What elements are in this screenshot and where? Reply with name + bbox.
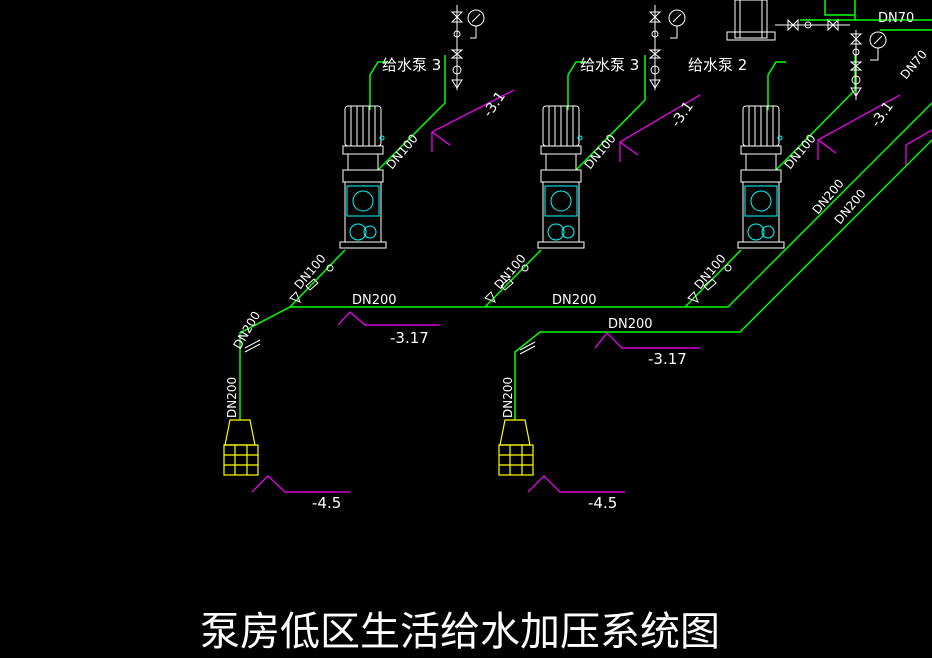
pump-3-outlet-dn: DN100 [782, 131, 819, 172]
pump-2 [537, 105, 585, 249]
drawing-title: 泵房低区生活给水加压系统图 [200, 609, 720, 655]
suction-valves [244, 264, 732, 355]
pump-3-elevation: -3.1 [868, 99, 897, 131]
riser-right-label: DN200 [501, 377, 515, 418]
elevation-tank-left: -4.5 [312, 494, 341, 512]
valve-stacks [450, 0, 887, 100]
header-label-b: DN200 [552, 293, 597, 308]
pump-1 [339, 105, 387, 249]
pump-cyan-details [346, 135, 783, 241]
pump-units [339, 105, 785, 249]
pump-2-outlet-dn: DN100 [582, 131, 619, 172]
pump-3-label: 给水泵 2 [688, 56, 747, 74]
pump-2-elevation: -3.1 [668, 99, 697, 131]
pump-1-outlet-dn: DN100 [384, 131, 421, 172]
header-label-a: DN200 [352, 293, 397, 308]
pump-2-label: 给水泵 3 [580, 56, 639, 74]
elevation-header-right: -3.17 [648, 350, 687, 368]
pump-1-elevation: -3.1 [480, 89, 509, 121]
header-label-c: DN200 [608, 317, 653, 332]
top-right-label-1: DN70 [878, 11, 914, 26]
elevation-tank-right: -4.5 [588, 494, 617, 512]
suction-tanks [223, 419, 534, 476]
pipe-network [239, 0, 932, 420]
top-right-label-2: DN70 [898, 47, 930, 82]
pump-3 [737, 105, 785, 249]
elevation-header-left: -3.17 [390, 329, 429, 347]
labels: 给水泵 3 给水泵 3 给水泵 2 DN100 DN100 DN100 DN10… [200, 11, 930, 655]
elevation-markers [251, 89, 932, 493]
pump-1-label: 给水泵 3 [382, 56, 441, 74]
riser-left-bottom-label: DN200 [225, 377, 239, 418]
pump-3-inlet-dn: DN100 [692, 251, 729, 292]
